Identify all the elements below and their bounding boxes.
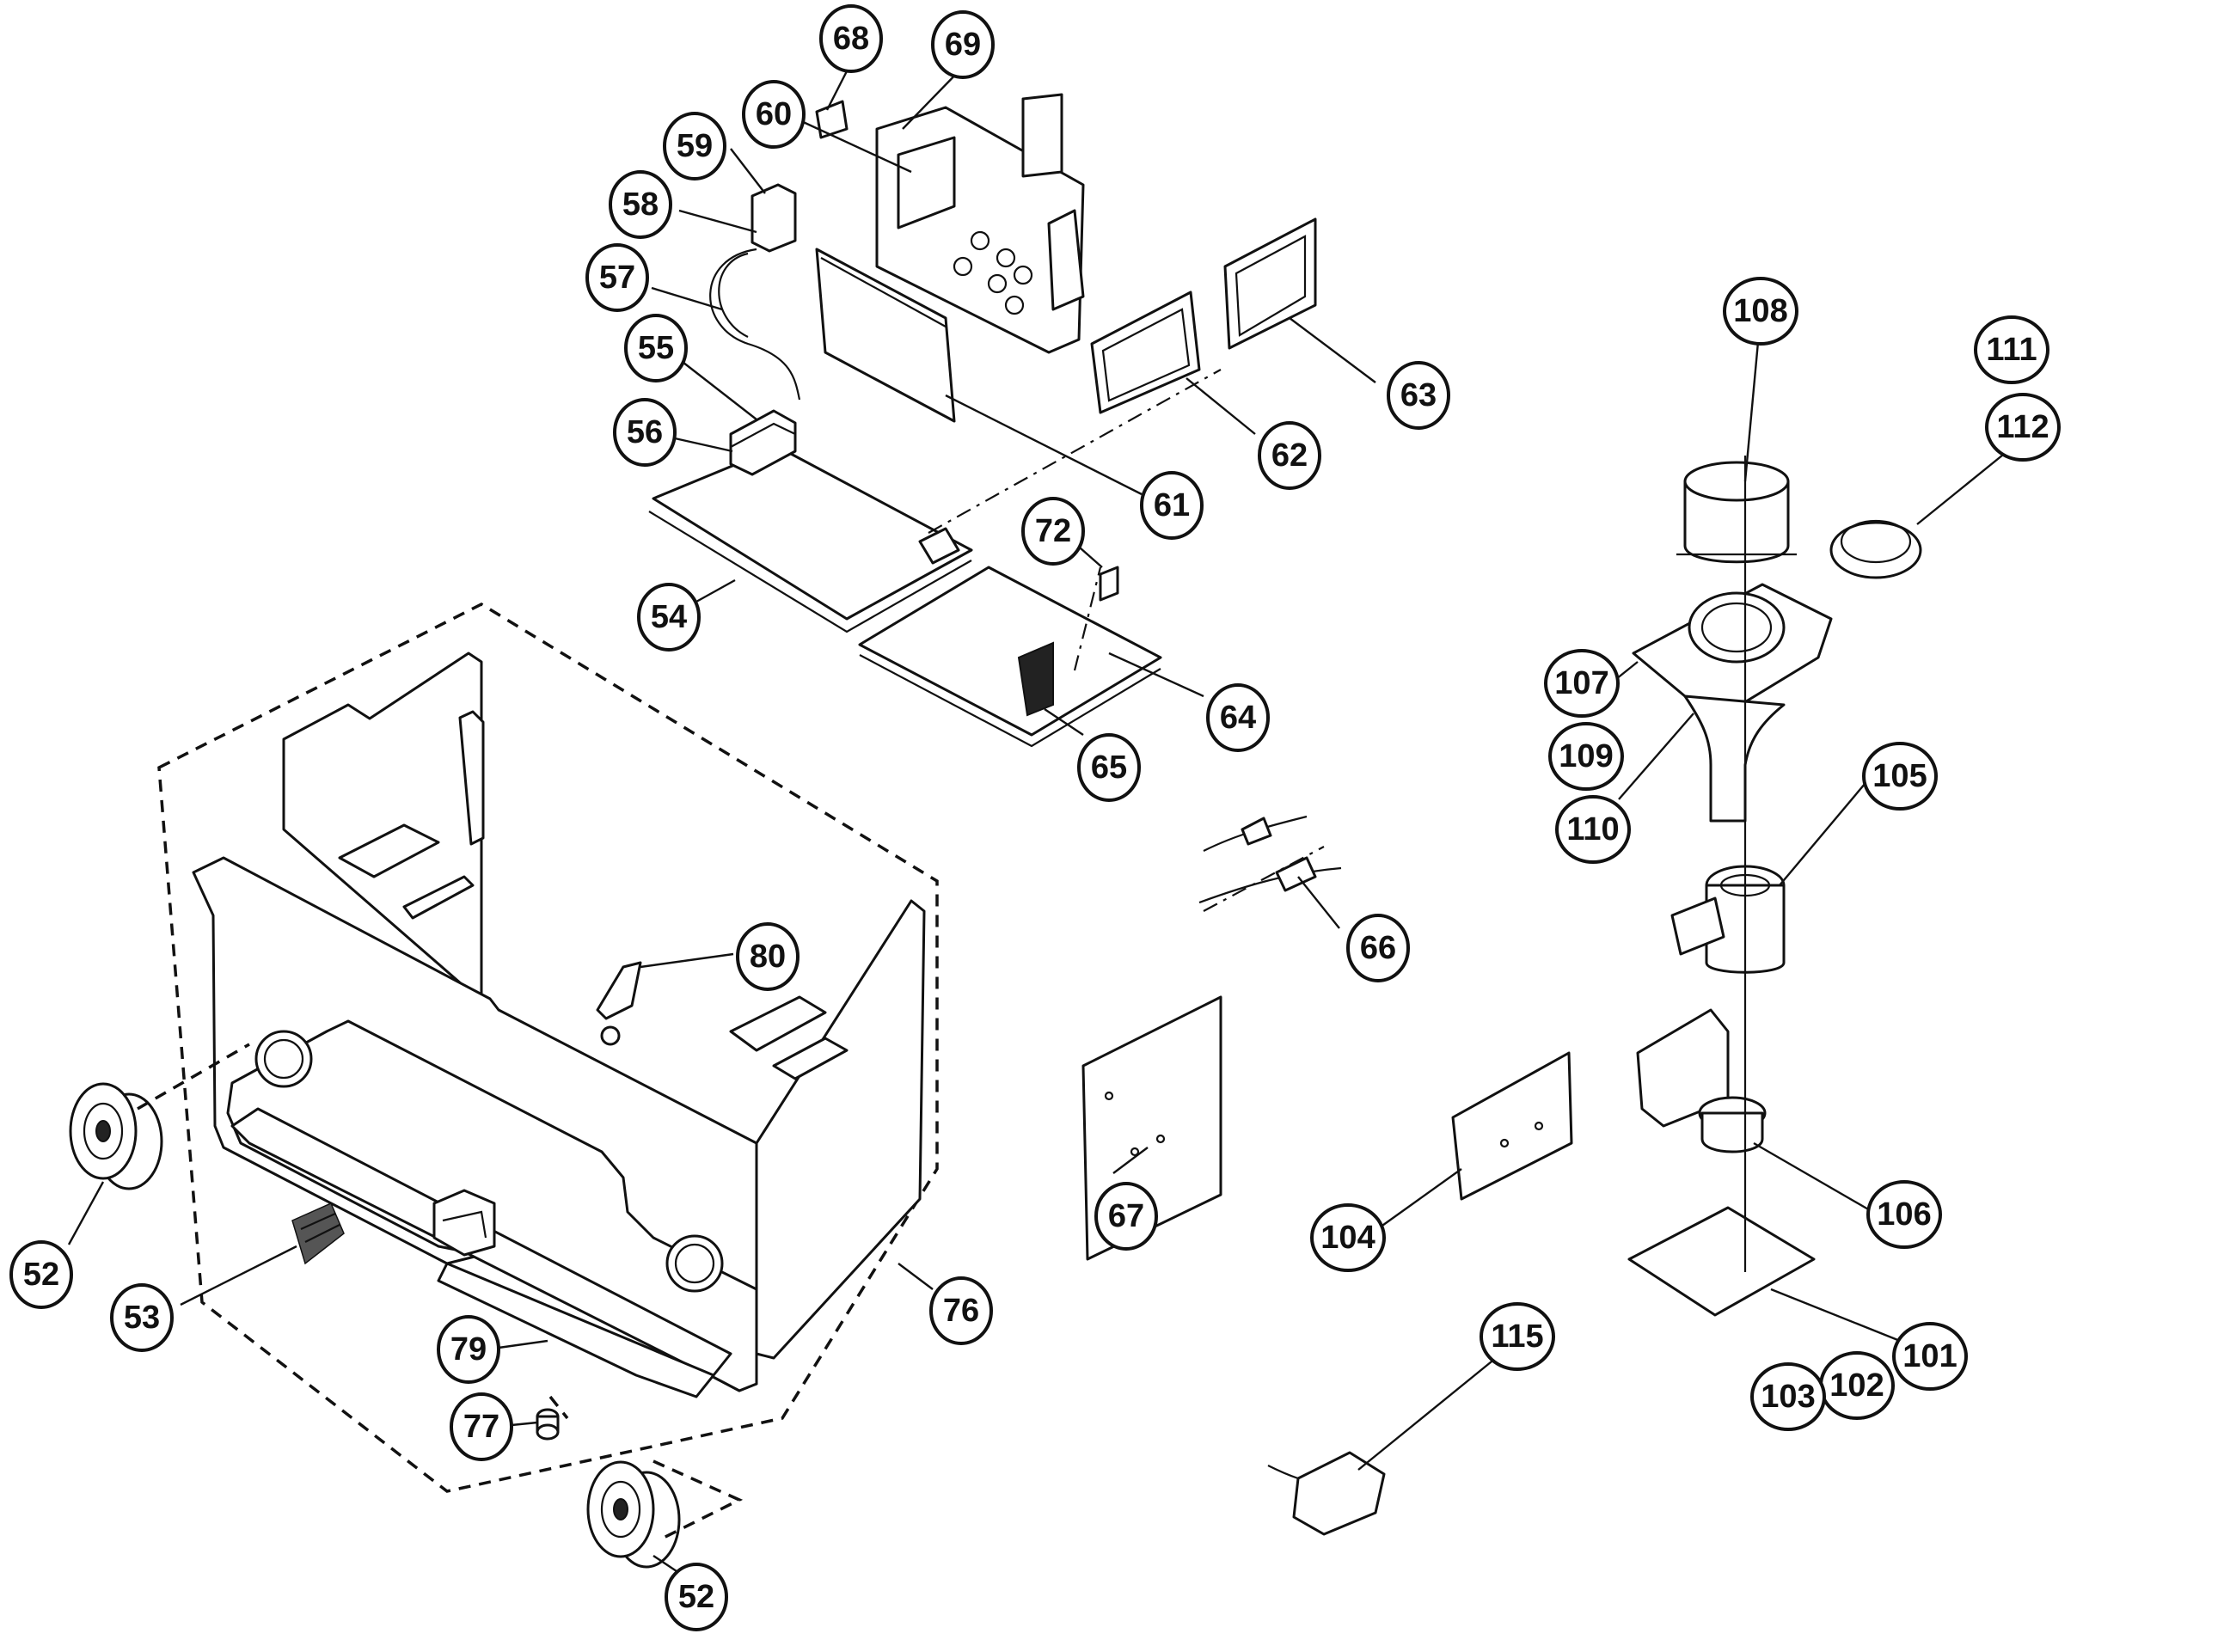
callout-63: 63	[1387, 361, 1450, 430]
callout-label-60: 60	[756, 96, 792, 132]
callout-110: 110	[1555, 795, 1631, 864]
callout-52-bottom: 52	[665, 1563, 728, 1631]
callout-115: 115	[1480, 1302, 1555, 1371]
callout-69: 69	[931, 10, 995, 79]
callout-label-65: 65	[1091, 750, 1127, 786]
callout-label-115: 115	[1491, 1319, 1543, 1355]
callout-label-56: 56	[627, 414, 663, 450]
callout-58: 58	[609, 170, 672, 239]
callout-label-58: 58	[622, 187, 659, 223]
cable-57-58	[709, 248, 801, 401]
callout-52-left: 52	[9, 1240, 73, 1309]
callout-label-109: 109	[1559, 738, 1613, 774]
callout-label-112: 112	[1996, 409, 2049, 445]
speaker-52-left	[69, 1082, 163, 1190]
left-speaker-hole	[254, 1030, 313, 1088]
part-80-wedge	[596, 961, 642, 1046]
callout-label-108: 108	[1733, 293, 1787, 329]
callout-53: 53	[110, 1283, 174, 1352]
callout-106: 106	[1866, 1180, 1942, 1249]
callout-label-77: 77	[463, 1409, 499, 1445]
callout-label-64: 64	[1220, 700, 1256, 736]
crt-assembly	[1627, 456, 1922, 1317]
connector-59	[751, 183, 797, 253]
callout-label-72: 72	[1035, 513, 1071, 549]
callout-label-103: 103	[1761, 1379, 1815, 1415]
callout-label-111: 111	[1986, 332, 2037, 368]
callout-label-57: 57	[599, 260, 635, 296]
connector-55-56	[729, 409, 797, 476]
part-53-terminal	[291, 1202, 345, 1265]
callout-62: 62	[1258, 421, 1321, 490]
callout-label-80: 80	[750, 939, 786, 975]
callout-label-59: 59	[677, 128, 713, 164]
callout-68: 68	[819, 4, 883, 73]
callout-112: 112	[1985, 393, 2061, 462]
speaker-52-bottom	[586, 1460, 681, 1569]
callout-105: 105	[1862, 742, 1938, 811]
callout-59: 59	[663, 112, 726, 180]
callout-76: 76	[929, 1276, 993, 1345]
power-cord-66	[1198, 815, 1342, 912]
callout-103: 103	[1750, 1362, 1826, 1431]
callout-label-107: 107	[1554, 665, 1608, 701]
callout-107: 107	[1544, 649, 1620, 718]
callout-72: 72	[1021, 497, 1085, 566]
callout-108: 108	[1723, 277, 1798, 346]
callout-label-104: 104	[1320, 1220, 1375, 1256]
callout-56: 56	[613, 398, 677, 467]
callout-67: 67	[1094, 1182, 1158, 1251]
plate-104	[1451, 1051, 1573, 1201]
callout-64: 64	[1206, 683, 1270, 752]
callout-label-101: 101	[1902, 1338, 1957, 1374]
callout-65: 65	[1077, 733, 1141, 802]
tuner-board-69	[875, 93, 1085, 354]
callout-77: 77	[450, 1392, 513, 1461]
callout-80: 80	[736, 922, 800, 991]
callout-57: 57	[585, 243, 649, 312]
callout-55: 55	[624, 314, 688, 382]
callout-111: 111	[1974, 315, 2049, 384]
board-61	[815, 248, 956, 423]
callout-66: 66	[1346, 914, 1410, 982]
pcb-64	[858, 566, 1162, 748]
callout-label-61: 61	[1154, 487, 1190, 523]
clip-68	[815, 100, 849, 139]
callout-102: 102	[1819, 1351, 1895, 1420]
callout-label-66: 66	[1360, 930, 1396, 966]
callout-label-53: 53	[124, 1300, 160, 1336]
callout-label-52-left: 52	[23, 1257, 59, 1293]
callout-54: 54	[637, 583, 701, 652]
callout-label-79: 79	[450, 1331, 487, 1367]
callout-label-105: 105	[1872, 758, 1927, 794]
callout-label-55: 55	[638, 330, 674, 366]
callout-label-106: 106	[1877, 1196, 1931, 1233]
part-77-foot	[536, 1408, 560, 1441]
callout-label-54: 54	[651, 599, 687, 635]
callout-label-62: 62	[1271, 437, 1308, 474]
callout-101: 101	[1892, 1322, 1968, 1391]
callout-109: 109	[1548, 722, 1624, 791]
callout-label-102: 102	[1829, 1367, 1884, 1404]
callout-label-68: 68	[833, 21, 869, 57]
callout-label-110: 110	[1566, 811, 1619, 847]
callout-60: 60	[742, 80, 806, 149]
callout-label-69: 69	[945, 27, 981, 63]
right-speaker-hole	[665, 1234, 724, 1293]
callout-label-67: 67	[1108, 1198, 1144, 1234]
callout-label-63: 63	[1400, 377, 1437, 413]
callout-label-76: 76	[943, 1293, 979, 1329]
callout-79: 79	[437, 1315, 500, 1384]
callout-104: 104	[1310, 1203, 1386, 1272]
callout-label-52-bottom: 52	[678, 1579, 714, 1615]
callout-61: 61	[1140, 471, 1204, 540]
adapter-115	[1267, 1451, 1386, 1536]
panel-63	[1223, 217, 1317, 350]
panel-62	[1090, 291, 1201, 414]
cabinet-assembly	[157, 602, 939, 1493]
